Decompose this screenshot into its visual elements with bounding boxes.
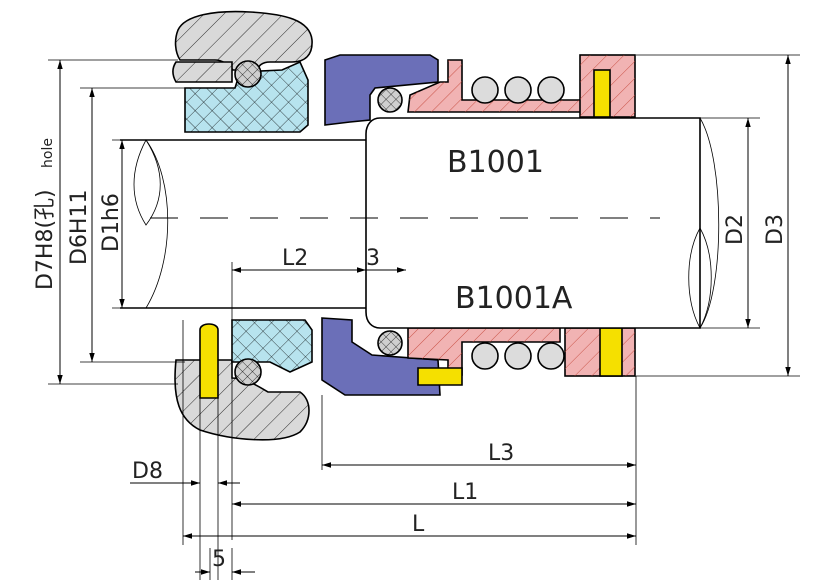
- dimension-d3: D3: [636, 54, 800, 377]
- dimension-l3: L3: [321, 376, 637, 545]
- dimension-5: 5: [195, 547, 255, 580]
- anti-rotation-pin: [199, 323, 219, 399]
- carbon-ring-upper: [324, 54, 439, 126]
- dimension-l3-label: L3: [488, 441, 514, 466]
- dimension-3: 3: [366, 246, 406, 273]
- dimension-d8-label: D8: [132, 459, 163, 484]
- shaft-small: [120, 139, 380, 309]
- model-label-lower: B1001A: [455, 281, 573, 316]
- dimension-3-label: 3: [366, 246, 380, 271]
- dimension-d3-label: D3: [763, 214, 788, 245]
- housing-upper: [172, 10, 313, 83]
- dimension-d8: D8: [130, 398, 240, 580]
- dimension-d6-label: D6H11: [67, 190, 92, 265]
- dimension-d6: D6H11: [67, 87, 185, 363]
- drive-collar-lower: [564, 327, 636, 377]
- dimension-d7-label: D7H8(孔): [33, 189, 58, 290]
- set-screw-lower: [599, 327, 623, 377]
- spring-coils-upper: [471, 76, 565, 104]
- model-label-upper: B1001: [447, 145, 544, 180]
- dimension-hole-label: hole: [40, 138, 56, 168]
- o-ring-upper: [234, 60, 262, 88]
- drive-pin-lower: [417, 367, 463, 386]
- drive-collar-upper: [579, 54, 636, 118]
- dimension-l: L: [182, 320, 636, 545]
- dimension-l1: L1: [231, 362, 636, 540]
- dimension-l-label: L: [412, 512, 425, 537]
- dimension-l2: L2: [231, 246, 366, 330]
- set-screw-upper: [593, 69, 611, 118]
- o-ring-lower: [234, 358, 262, 386]
- o-ring-carbon-lower: [377, 330, 403, 356]
- dimension-d2-label: D2: [723, 214, 748, 245]
- dimension-5-label: 5: [212, 547, 226, 572]
- dimension-d2: D2: [700, 117, 760, 329]
- spring-coils-lower: [471, 342, 565, 370]
- dimension-l1-label: L1: [452, 480, 478, 505]
- dimension-d1-label: D1h6: [99, 193, 124, 252]
- dimension-d1: D1h6: [99, 139, 146, 309]
- o-ring-carbon-upper: [377, 87, 403, 113]
- dimension-d7: D7H8(孔) hole: [33, 59, 178, 385]
- dimension-l2-label: L2: [282, 246, 308, 271]
